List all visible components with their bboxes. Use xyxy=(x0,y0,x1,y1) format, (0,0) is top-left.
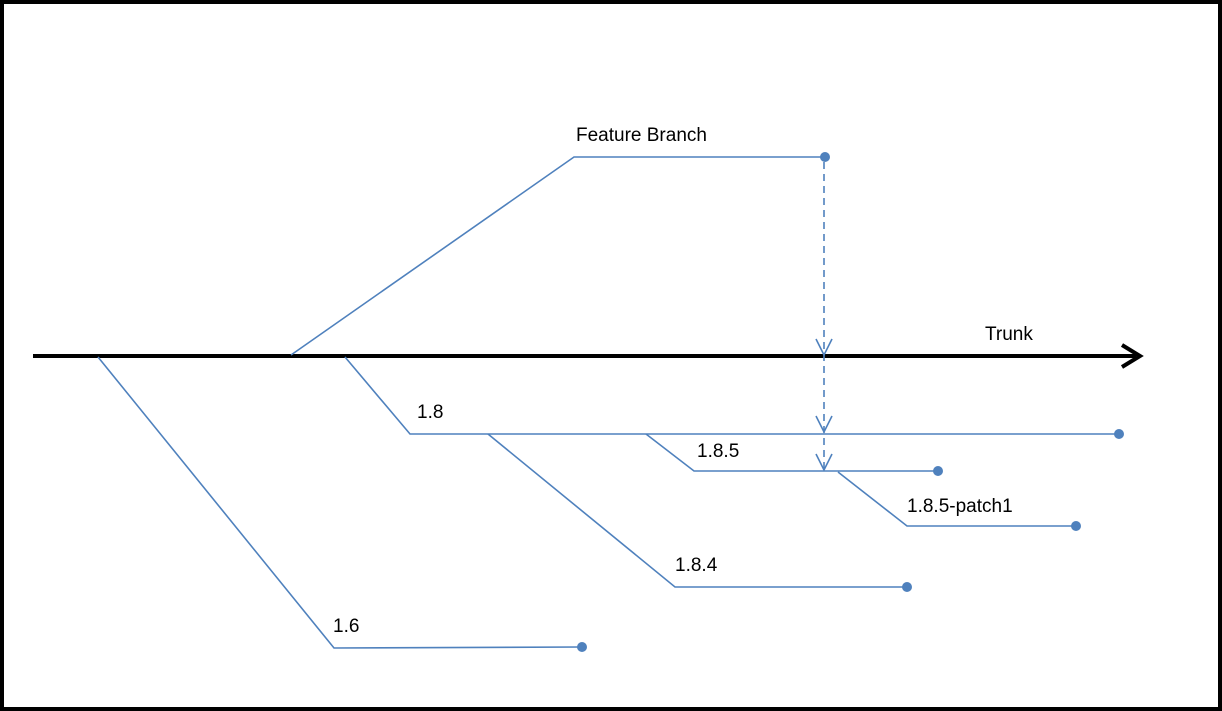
branch-1-8-5-patch1-label: 1.8.5-patch1 xyxy=(907,496,1013,517)
branch-1-8-4-endpoint xyxy=(902,582,912,592)
branch-1-8-line xyxy=(344,356,1119,435)
branch-1-8-label: 1.8 xyxy=(417,402,443,423)
trunk-label: Trunk xyxy=(985,324,1033,345)
trunk: Trunk xyxy=(33,324,1144,369)
branch-1-6-label: 1.6 xyxy=(333,616,359,637)
branch-1-8-5-line xyxy=(645,433,938,472)
branch-1-8-5-patch1: 1.8.5-patch1 xyxy=(837,471,1081,531)
branch-1-8-5-endpoint xyxy=(933,466,943,476)
branch-1-8-4-line xyxy=(487,433,907,588)
trunk-arrowhead xyxy=(1120,343,1144,369)
feature-branch-line xyxy=(290,156,825,356)
merge-arrowhead-1-8-5 xyxy=(815,453,833,472)
feature-branch: Feature Branch xyxy=(290,125,830,356)
branch-1-8-endpoint xyxy=(1114,429,1124,439)
merge-path xyxy=(815,162,833,472)
merge-arrowhead-trunk xyxy=(815,338,833,357)
merge-arrowhead-1-8 xyxy=(815,415,833,434)
branch-1-8-5-patch1-endpoint xyxy=(1071,521,1081,531)
branch-1-6-endpoint xyxy=(577,642,587,652)
branch-1-6-line xyxy=(97,356,583,649)
branch-1-8-4-label: 1.8.4 xyxy=(675,555,718,576)
branch-1-6: 1.6 xyxy=(97,356,587,652)
branch-1-8-5-patch1-line xyxy=(837,471,1076,527)
branch-1-8-4: 1.8.4 xyxy=(487,433,912,592)
branch-1-8-5: 1.8.5 xyxy=(645,433,943,476)
feature-branch-label: Feature Branch xyxy=(576,125,707,146)
feature-branch-endpoint xyxy=(820,152,830,162)
branch-1-8: 1.8 xyxy=(344,356,1124,439)
branch-1-8-5-label: 1.8.5 xyxy=(697,441,739,462)
